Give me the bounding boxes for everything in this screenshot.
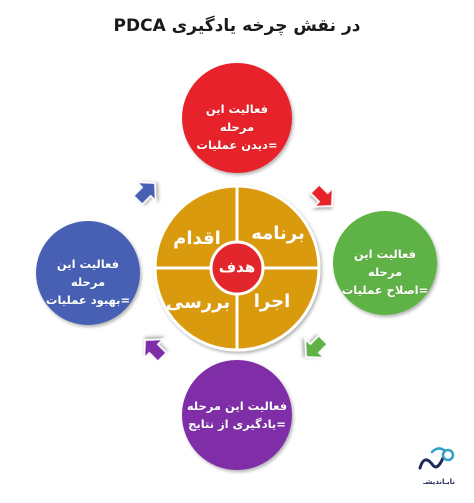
node-left-text: فعالیت این مرحله =بهبود عملیات (40, 255, 136, 309)
node-bottom-text: فعالیت این مرحله =یادگیری از نتایج (183, 397, 291, 433)
logo-icon (418, 447, 455, 470)
node-left-circle (36, 221, 140, 325)
center-circle (209, 240, 265, 296)
arrow-down-left-icon (304, 334, 329, 359)
diagram-title: PDCA در نقش چرخه یادگیری (113, 16, 361, 36)
node-right-line2: =اصلاح عملیات (341, 283, 429, 297)
node-left-line1: فعالیت این مرحله (56, 257, 120, 289)
node-left-line2: =بهبود عملیات (45, 293, 131, 307)
quadrant-act: اقدام (173, 228, 221, 249)
arrow-down-right-icon (309, 183, 334, 208)
node-right-text: فعالیت این مرحله =اصلاح عملیات (337, 245, 433, 299)
node-bottom-line2: =یادگیری از نتایج (188, 417, 286, 431)
node-top-line2: =دیدن عملیات (196, 138, 278, 152)
node-top-line1: فعالیت این مرحله (205, 102, 269, 134)
node-top-text: فعالیت این مرحله =دیدن عملیات (187, 100, 287, 154)
node-right-line1: فعالیت این مرحله (353, 247, 417, 279)
node-bottom-line1: فعالیت این مرحله (186, 399, 288, 413)
node-bottom-circle (182, 360, 292, 470)
logo-text: نابـاندیشـ (423, 478, 455, 486)
quadrant-check: بررسی (165, 292, 231, 313)
arrow-up-right-icon (132, 181, 157, 206)
node-top-circle (182, 63, 292, 173)
arrow-up-left-icon (143, 338, 168, 363)
quadrant-do: اجرا (253, 291, 291, 312)
quadrant-plan: برنامه (251, 223, 305, 244)
node-right-circle (333, 211, 437, 315)
center-goal: هدف (218, 258, 256, 276)
